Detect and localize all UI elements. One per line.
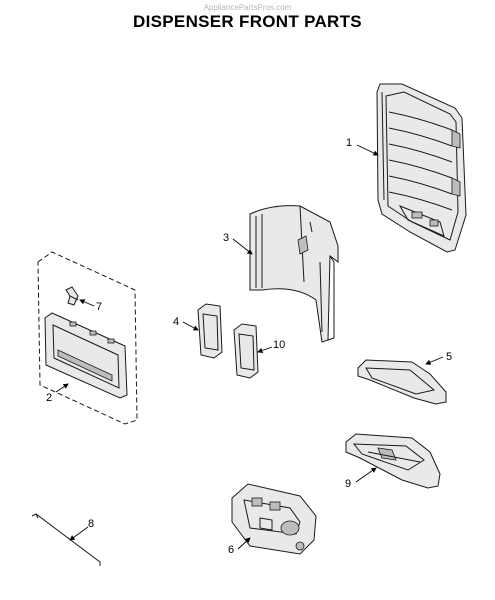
part-6-actuator-assembly[interactable] bbox=[231, 483, 317, 555]
watermark: AppliancePartsPros.com bbox=[203, 3, 292, 12]
callout-2: 2 bbox=[46, 392, 52, 404]
part-4-cover[interactable] bbox=[197, 303, 223, 359]
part-8-wire-rod[interactable] bbox=[31, 513, 101, 566]
callout-8: 8 bbox=[88, 518, 94, 530]
callout-9: 9 bbox=[345, 478, 351, 490]
part-1-housing[interactable] bbox=[376, 83, 467, 253]
callout-5: 5 bbox=[446, 351, 452, 363]
part-9-tray-grille[interactable] bbox=[345, 433, 441, 489]
part-7-clip[interactable] bbox=[65, 286, 79, 306]
diagram-title: DISPENSER FRONT PARTS bbox=[133, 12, 362, 31]
callout-7: 7 bbox=[96, 301, 102, 313]
part-10-cover[interactable] bbox=[233, 323, 259, 379]
callout-1: 1 bbox=[346, 137, 352, 149]
callout-4: 4 bbox=[173, 316, 179, 328]
part-2-bezel-assembly[interactable] bbox=[37, 251, 138, 425]
part-5-drip-tray[interactable] bbox=[357, 359, 447, 405]
part-3-back-panel[interactable] bbox=[249, 205, 339, 343]
callout-10: 10 bbox=[273, 339, 285, 351]
callout-3: 3 bbox=[223, 232, 229, 244]
callout-6: 6 bbox=[228, 544, 234, 556]
